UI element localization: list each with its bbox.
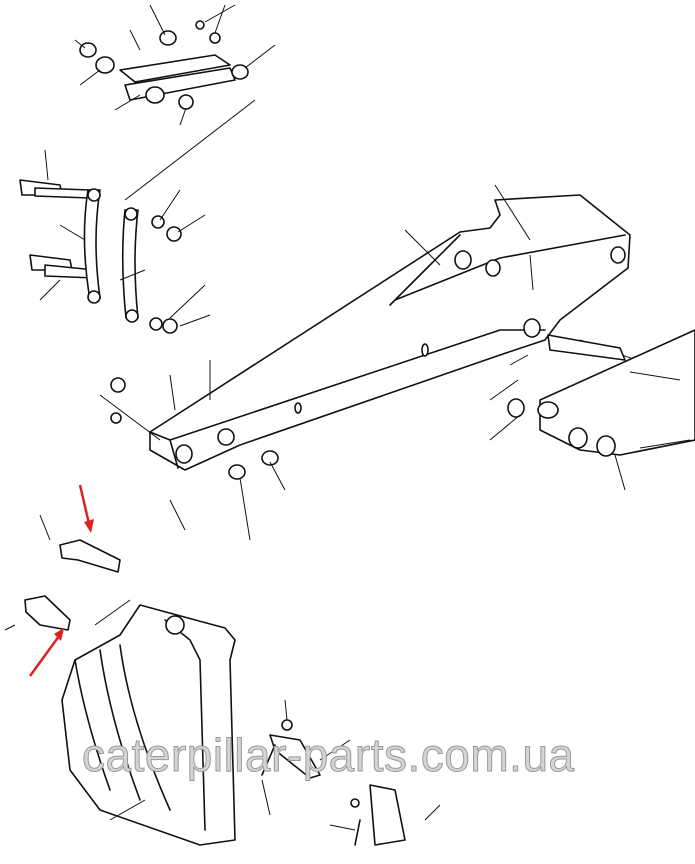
red-arrow-lower [28, 631, 64, 677]
bucket-pins [4, 499, 186, 631]
boom [99, 184, 651, 541]
top-link-assembly [74, 4, 276, 126]
side-links [19, 99, 256, 334]
arm [489, 329, 695, 491]
highlight-arrows [28, 484, 94, 677]
watermark-text: caterpillar-parts.com.ua [82, 729, 575, 782]
bucket-teeth [261, 699, 441, 846]
bucket [61, 604, 271, 846]
